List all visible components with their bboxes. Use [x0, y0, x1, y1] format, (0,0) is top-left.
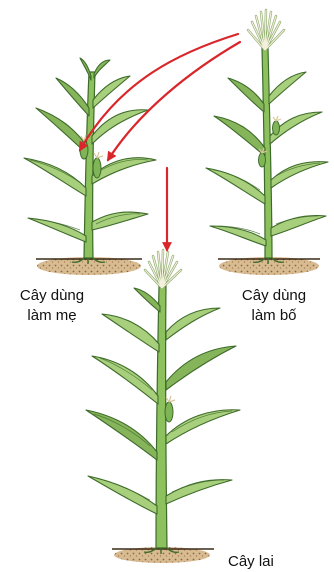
- soil-mound-mother: [36, 257, 142, 275]
- label-hybrid-plant: Cây lai: [228, 552, 292, 572]
- tassel-father: [248, 10, 284, 50]
- label-mother-line-1: Cây dùng: [0, 286, 104, 306]
- plant-hybrid: [86, 250, 240, 563]
- label-father-plant: Cây dùng làm bố: [222, 286, 326, 326]
- ear-hybrid: [165, 396, 175, 422]
- soil-mound-father: [218, 257, 320, 275]
- label-father-line-2: làm bố: [222, 306, 326, 326]
- plant-father: [206, 10, 328, 275]
- soil-mound-hybrid: [112, 547, 214, 563]
- plant-mother: [24, 58, 156, 275]
- label-father-line-1: Cây dùng: [222, 286, 326, 306]
- tassel-hybrid: [145, 250, 181, 288]
- label-mother-plant: Cây dùng làm mẹ: [0, 286, 104, 326]
- label-mother-line-2: làm mẹ: [0, 306, 104, 326]
